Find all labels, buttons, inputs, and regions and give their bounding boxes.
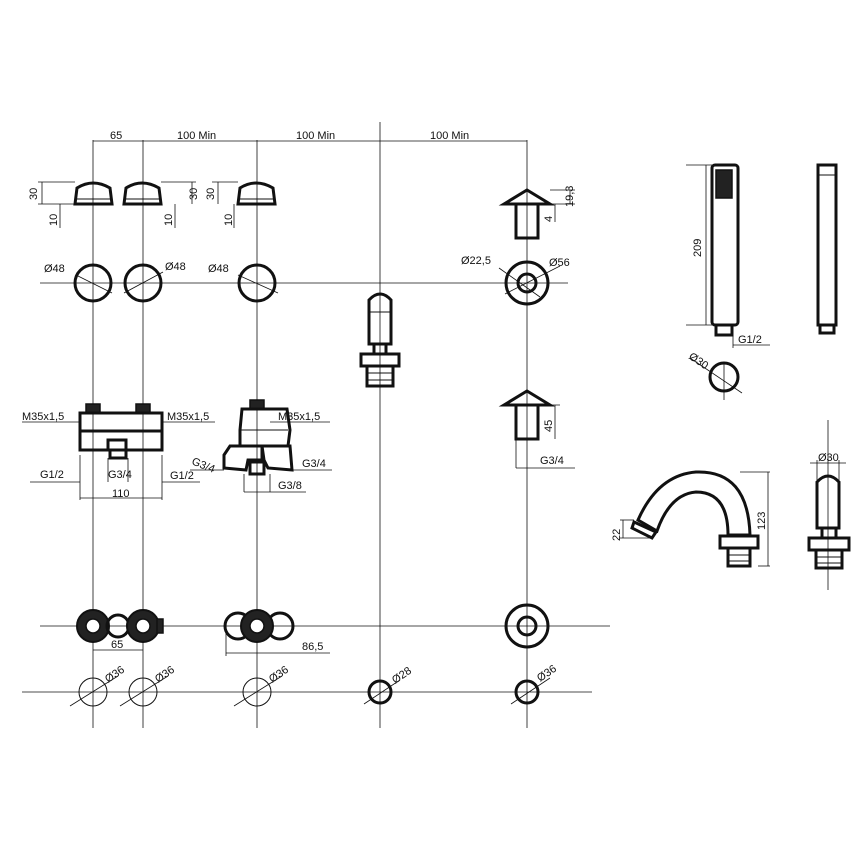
middle-mixer-body xyxy=(222,399,330,476)
dim-100-min-1: 100 Min xyxy=(177,130,216,142)
dim-d22-5: Ø22,5 xyxy=(461,255,491,267)
bottom-row xyxy=(76,603,550,656)
dim-handle-10-b: 10 xyxy=(163,214,175,226)
dim-side-d30: Ø30 xyxy=(818,452,839,464)
spout-cap-top xyxy=(498,188,575,240)
dim-65-bottom: 65 xyxy=(111,639,123,651)
hand-shower xyxy=(686,163,838,400)
dim-hole-36-b: Ø36 xyxy=(153,664,177,686)
dim-shower-g12: G1/2 xyxy=(738,334,762,346)
horizontal-axes xyxy=(22,282,610,693)
dim-g34-right: G3/4 xyxy=(540,455,564,467)
handles-row xyxy=(38,181,277,228)
dim-d48-c: Ø48 xyxy=(208,263,229,275)
dim-hole-36-a: Ø36 xyxy=(103,664,127,686)
dim-hole-36-e: Ø36 xyxy=(535,663,559,685)
dim-handle-30-b: 30 xyxy=(188,188,200,200)
left-lower-dims xyxy=(30,455,200,500)
dim-g38: G3/8 xyxy=(278,480,302,492)
left-mixer-body xyxy=(22,403,215,460)
dim-g12-left: G1/2 xyxy=(40,469,64,481)
dim-4: 4 xyxy=(543,216,555,222)
dim-100-min-3: 100 Min xyxy=(430,130,469,142)
dim-d48-b: Ø48 xyxy=(165,261,186,273)
holes-row xyxy=(69,675,551,707)
dim-123: 123 xyxy=(756,512,768,530)
dim-m35-c: M35x1,5 xyxy=(278,411,320,423)
center-spout xyxy=(359,292,401,388)
dim-handle-30-a: 30 xyxy=(28,188,40,200)
dim-209: 209 xyxy=(692,239,704,257)
dim-handle-10-c: 10 xyxy=(223,214,235,226)
vertical-axes xyxy=(92,122,528,728)
dim-19-3: 19,3 xyxy=(564,186,576,207)
dim-g34-b: G3/4 xyxy=(302,458,326,470)
dim-100-min-2: 100 Min xyxy=(296,130,335,142)
dim-g34-a: G3/4 xyxy=(190,456,217,476)
dim-handle-30-c: 30 xyxy=(205,188,217,200)
dim-22: 22 xyxy=(611,529,623,541)
dim-g34-mid: G3/4 xyxy=(108,469,132,481)
middle-lower-dims xyxy=(190,469,332,493)
dim-m35-b: M35x1,5 xyxy=(167,411,209,423)
spout-cap-lower xyxy=(498,389,575,469)
dim-hole-28: Ø28 xyxy=(390,665,414,687)
dim-86-5: 86,5 xyxy=(302,641,323,653)
side-spout xyxy=(807,420,851,590)
dim-110: 110 xyxy=(112,488,130,500)
curved-spout xyxy=(620,470,770,568)
dim-hole-36-c: Ø36 xyxy=(267,664,291,686)
circles-row xyxy=(73,260,561,306)
dim-65-top: 65 xyxy=(110,130,122,142)
top-dimension: 65 100 Min 100 Min 100 Min xyxy=(93,130,527,142)
dim-g12-right: G1/2 xyxy=(170,470,194,482)
dim-d56: Ø56 xyxy=(549,257,570,269)
dim-45: 45 xyxy=(543,420,555,432)
dim-handle-10-a: 10 xyxy=(48,214,60,226)
dim-m35-a: M35x1,5 xyxy=(22,411,64,423)
dim-d48-a: Ø48 xyxy=(44,263,65,275)
